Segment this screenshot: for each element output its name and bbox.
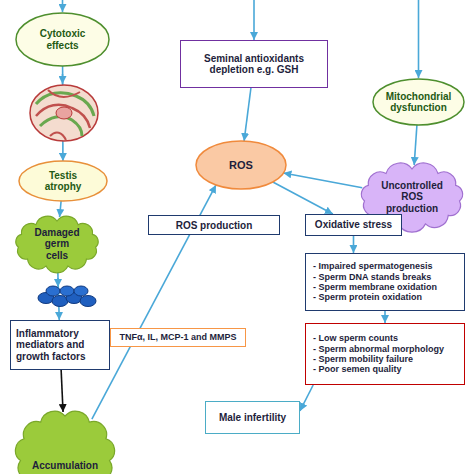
node-text: - Poor semen quality bbox=[313, 364, 402, 374]
germ-cells-illustration bbox=[38, 286, 96, 307]
node-text: - Sperm mobility failure bbox=[313, 354, 413, 364]
node-text: - Sperm membrane oxidation bbox=[313, 282, 437, 292]
node-text: Inflammatory mediators and growth factor… bbox=[16, 328, 104, 363]
edge-label-box: ROS production bbox=[148, 215, 280, 235]
arrow-stub bbox=[62, 74, 64, 84]
node-text: - Sperm DNA stands breaks bbox=[313, 272, 431, 282]
arrow-stub bbox=[57, 278, 59, 287]
central-ellipse: ROS bbox=[195, 140, 287, 190]
cause-ellipse: Mitochondrial dysfunction bbox=[372, 78, 465, 126]
ellipse-outline bbox=[19, 161, 107, 201]
node-text: Accumulation bbox=[32, 460, 98, 472]
cloud-node: Accumulation bbox=[14, 410, 116, 474]
flow-arrow bbox=[384, 311, 386, 323]
cell-blob bbox=[60, 286, 74, 296]
cell-blob bbox=[74, 286, 88, 296]
ellipse-outline bbox=[16, 13, 109, 66]
list-box: - Impaired spermatogenesis- Sperm DNA st… bbox=[305, 253, 465, 311]
process-box: Oxidative stress bbox=[305, 214, 402, 236]
ellipse-outline bbox=[373, 79, 464, 125]
node-text: ROS bbox=[229, 159, 253, 172]
node-text: - Sperm protein oxidation bbox=[313, 292, 422, 302]
testis-section-illustration bbox=[30, 85, 98, 141]
flow-arrow bbox=[60, 201, 62, 217]
testis-core bbox=[56, 107, 72, 119]
cause-ellipse: Cytotoxic effects bbox=[15, 12, 110, 67]
cloud-node: Damaged germ cells bbox=[12, 215, 102, 273]
node-text: - Low sperm counts bbox=[313, 333, 398, 343]
node-text: - Sperm abnormal morphology bbox=[313, 344, 444, 354]
flow-arrow bbox=[353, 236, 355, 253]
node-text: Seminal antioxidants depletion e.g. GSH bbox=[193, 53, 315, 76]
incoming-arrow bbox=[62, 0, 64, 12]
cell-blob bbox=[46, 286, 60, 296]
node-text: Uncontrolled ROS production bbox=[380, 180, 444, 215]
node-text: Damaged germ cells bbox=[33, 227, 81, 262]
outcome-box: Male infertility bbox=[205, 401, 300, 434]
incoming-arrow bbox=[253, 0, 255, 40]
effect-ellipse: Testis atrophy bbox=[18, 160, 108, 202]
process-box: Seminal antioxidants depletion e.g. GSH bbox=[180, 40, 328, 88]
node-text: Cytotoxic effects bbox=[33, 28, 92, 51]
tubule-stripe bbox=[36, 105, 90, 128]
cell-blob bbox=[80, 296, 96, 307]
process-box: Inflammatory mediators and growth factor… bbox=[10, 320, 110, 370]
flow-arrow bbox=[300, 385, 313, 411]
tubule-stripe bbox=[48, 90, 80, 97]
node-text: Male infertility bbox=[219, 412, 286, 424]
node-text: Testis atrophy bbox=[38, 170, 88, 193]
tubule-stripe bbox=[50, 133, 66, 140]
node-text: Mitochondrial dysfunction bbox=[382, 91, 455, 114]
cloud-outline bbox=[16, 216, 98, 273]
node-text: - Impaired spermatogenesis bbox=[313, 261, 433, 271]
flow-arrow bbox=[414, 125, 417, 165]
ellipse-outline bbox=[196, 141, 286, 189]
list-box: - Low sperm counts- Sperm abnormal morph… bbox=[305, 323, 465, 385]
cloud-outline bbox=[15, 411, 114, 474]
mediator-label-box: TNFα, IL, MCP-1 and MMPS bbox=[110, 328, 246, 347]
flow-arrow bbox=[283, 173, 362, 188]
incoming-arrow bbox=[418, 0, 420, 78]
node-text: Oxidative stress bbox=[315, 219, 392, 231]
flow-arrow bbox=[61, 370, 63, 412]
flow-arrow bbox=[244, 88, 251, 141]
flow-arrow bbox=[273, 182, 333, 214]
testis-outline bbox=[30, 85, 98, 141]
